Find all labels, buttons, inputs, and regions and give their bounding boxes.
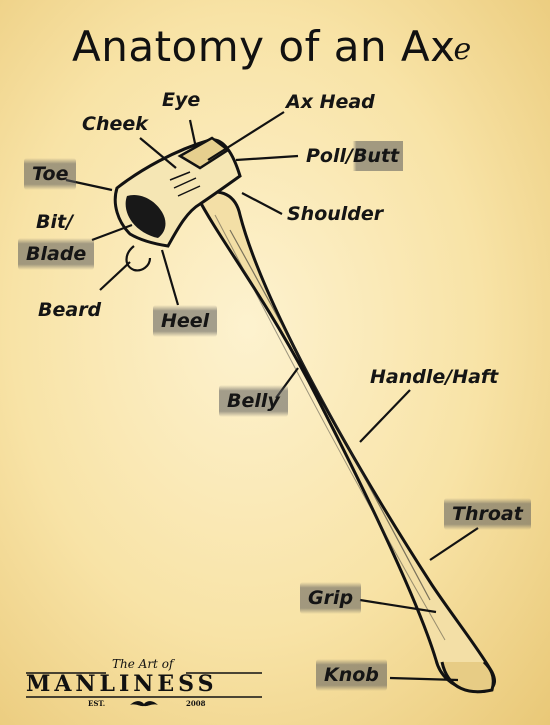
axe-bit-shading — [125, 194, 166, 238]
logo-wordmark: MANLINESS — [26, 671, 218, 697]
leader-handle — [359, 389, 411, 443]
title-text: Anatomy of an Ax — [72, 22, 456, 71]
label-toe: Toe — [24, 158, 77, 190]
logo-script: The Art of — [112, 657, 174, 671]
label-poll-butt-text: Poll/Butt — [306, 141, 404, 171]
label-eye: Eye — [162, 89, 201, 111]
label-knob-text: Knob — [316, 659, 387, 691]
leader-poll — [235, 154, 299, 162]
leader-lines — [65, 111, 479, 682]
label-heel: Heel — [153, 305, 218, 337]
label-throat-text: Throat — [444, 498, 531, 530]
label-grip: Grip — [300, 582, 362, 614]
axe-knob — [440, 660, 495, 694]
label-throat: Throat — [444, 498, 531, 530]
logo-est: EST. — [88, 699, 106, 708]
leader-shoulder — [241, 192, 283, 215]
diagram-title: Anatomy of an Axe — [72, 22, 472, 71]
label-ax-head: Ax Head — [286, 91, 375, 113]
label-bit: Bit/ — [36, 211, 74, 233]
label-toe-text: Toe — [24, 158, 77, 190]
label-poll-butt: Poll/Butt — [306, 141, 404, 171]
label-belly-text: Belly — [219, 385, 288, 417]
cheek-hatching — [169, 171, 201, 197]
label-heel-text: Heel — [153, 305, 218, 337]
leader-grip — [359, 598, 437, 614]
leader-ax-head — [207, 111, 285, 161]
handle-grain-1 — [229, 229, 431, 601]
leader-heel — [160, 249, 180, 306]
leader-knob — [389, 676, 459, 682]
label-knob: Knob — [316, 659, 387, 691]
logo-rules — [26, 672, 262, 707]
label-blade-text: Blade — [18, 238, 95, 270]
label-shoulder: Shoulder — [287, 203, 384, 225]
leader-cheek — [139, 137, 177, 169]
beard-arc — [125, 245, 152, 272]
label-handle-haft: Handle/Haft — [370, 366, 499, 388]
label-blade: Blade — [18, 238, 95, 270]
leader-bit — [91, 223, 133, 242]
logo-year: 2008 — [186, 699, 206, 708]
leader-throat — [429, 527, 479, 561]
mustache-icon — [130, 701, 158, 707]
leader-beard — [99, 261, 131, 291]
art-of-manliness-logo: The Art of MANLINESS EST. 2008 — [26, 657, 262, 713]
handle-grain-2 — [214, 214, 446, 641]
label-beard: Beard — [38, 299, 102, 321]
label-belly: Belly — [219, 385, 288, 417]
label-cheek: Cheek — [82, 113, 148, 135]
axe-eye — [177, 136, 231, 170]
label-grip-text: Grip — [300, 582, 362, 614]
title-tail-letter: e — [453, 32, 472, 67]
leader-eye — [188, 119, 198, 149]
